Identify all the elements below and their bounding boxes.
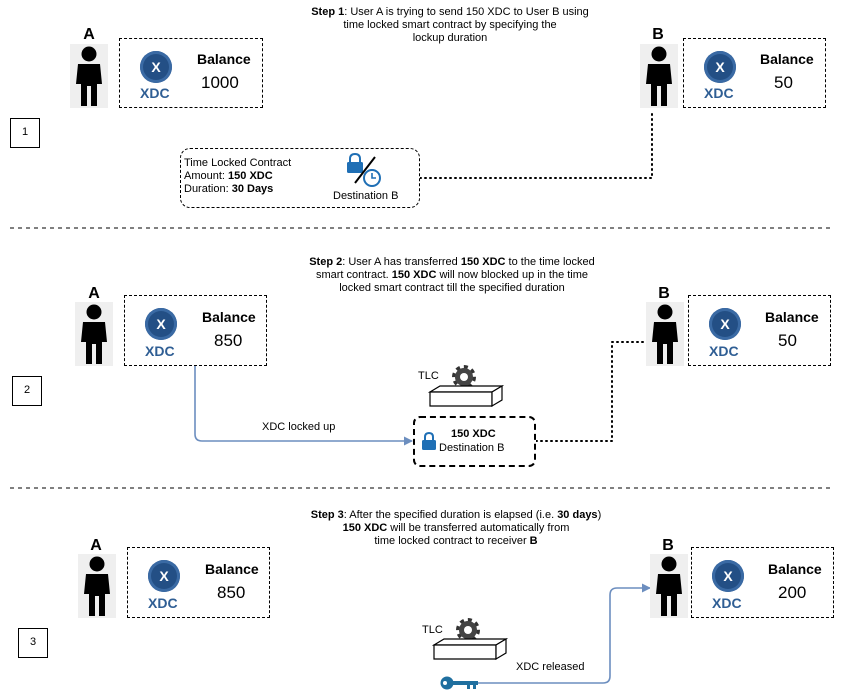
arrow-label-released: XDC released <box>516 661 585 673</box>
tlc-label: TLC <box>418 370 439 382</box>
balance-box-a-step3: X XDC Balance 850 <box>127 547 270 618</box>
person-icon <box>650 554 688 618</box>
balance-label: Balance <box>197 51 251 67</box>
balance-label: Balance <box>768 561 822 577</box>
balance-value: 850 <box>217 583 246 602</box>
balance-value: 50 <box>774 73 793 92</box>
coin-label: XDC <box>145 343 175 359</box>
smart-contract-device-icon <box>428 365 504 408</box>
contract-destination: Destination B <box>333 190 399 202</box>
xdc-coin-icon: X <box>704 51 736 83</box>
person-icon <box>78 554 116 618</box>
user-b-letter: B <box>658 285 670 302</box>
balance-value: 1000 <box>201 73 239 92</box>
smart-contract-device-icon <box>432 618 508 661</box>
balance-box-b-step1: X XDC Balance 50 <box>683 38 826 108</box>
lock-clock-icon <box>347 153 381 187</box>
xdc-coin-icon: X <box>709 308 741 340</box>
balance-box-b-step3: X XDC Balance 200 <box>691 547 834 618</box>
coin-label: XDC <box>712 595 742 611</box>
person-icon <box>646 302 684 366</box>
balance-box-b-step2: X XDC Balance 50 <box>688 295 831 366</box>
step-number-1: 1 <box>10 118 40 148</box>
user-a-letter: A <box>83 26 95 43</box>
balance-label: Balance <box>765 309 819 325</box>
xdc-coin-icon: X <box>145 308 177 340</box>
balance-value: 850 <box>214 331 243 350</box>
step2-caption: Step 2: User A has transferred 150 XDC t… <box>309 256 595 294</box>
xdc-coin-icon: X <box>712 560 744 592</box>
tlc-label: TLC <box>422 624 443 636</box>
arrow-xdc-locked-up <box>194 366 413 446</box>
key-icon <box>440 676 478 690</box>
time-locked-contract-box: Time Locked Contract Amount: 150 XDC Dur… <box>180 148 420 208</box>
person-icon <box>75 302 113 366</box>
user-b-letter: B <box>662 537 674 554</box>
contract-details: Time Locked Contract Amount: 150 XDC Dur… <box>184 157 292 195</box>
locked-funds-box: 150 XDC Destination B <box>413 416 536 467</box>
step-number-2: 2 <box>12 376 42 406</box>
locked-destination: Destination B <box>439 442 505 454</box>
coin-label: XDC <box>140 85 170 101</box>
xdc-coin-icon: X <box>140 51 172 83</box>
balance-value: 50 <box>778 331 797 350</box>
lock-icon <box>422 432 436 450</box>
balance-box-a-step1: X XDC Balance 1000 <box>119 38 263 108</box>
person-icon <box>70 44 108 108</box>
user-b-letter: B <box>652 26 664 43</box>
arrow-xdc-released <box>478 583 651 684</box>
connector-b-to-contract-step1 <box>419 113 653 179</box>
coin-label: XDC <box>709 343 739 359</box>
step-number-3: 3 <box>18 628 48 658</box>
arrow-label-locked-up: XDC locked up <box>262 421 336 433</box>
step3-caption: Step 3: After the specified duration is … <box>310 509 602 547</box>
coin-label: XDC <box>704 85 734 101</box>
connector-locked-to-b-step2 <box>535 341 651 442</box>
user-a-letter: A <box>88 285 100 302</box>
step1-caption: Step 1: User A is trying to send 150 XDC… <box>311 6 589 44</box>
balance-label: Balance <box>202 309 256 325</box>
balance-value: 200 <box>778 583 807 602</box>
balance-label: Balance <box>205 561 259 577</box>
user-a-letter: A <box>90 537 102 554</box>
balance-box-a-step2: X XDC Balance 850 <box>124 295 267 366</box>
xdc-coin-icon: X <box>148 560 180 592</box>
locked-amount: 150 XDC <box>451 428 496 440</box>
balance-label: Balance <box>760 51 814 67</box>
person-icon <box>640 44 678 108</box>
coin-label: XDC <box>148 595 178 611</box>
